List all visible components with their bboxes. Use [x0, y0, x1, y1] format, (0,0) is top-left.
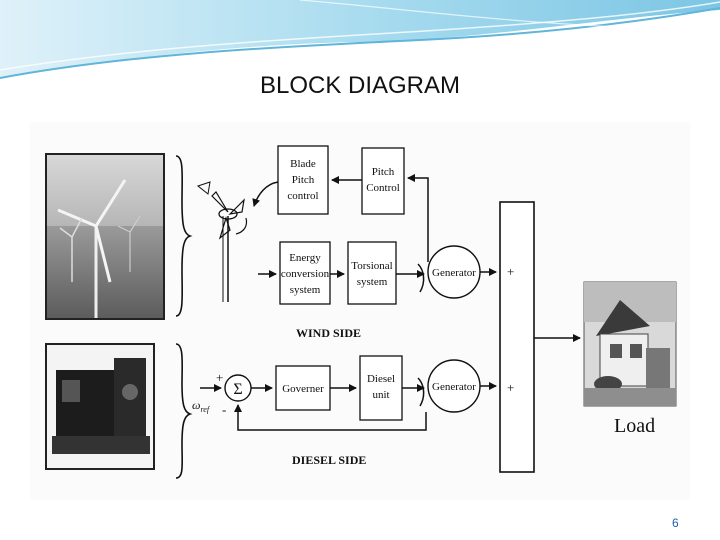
governor-block: Governer	[275, 365, 331, 411]
page-number: 6	[672, 516, 679, 530]
load-house-image	[583, 281, 677, 407]
sum-plus-sign: +	[216, 370, 223, 385]
diesel-generator-photo	[45, 343, 155, 470]
pitch-control-block: Pitch Control	[361, 147, 405, 215]
sum-minus-sign: -	[222, 402, 226, 417]
summing-junction: Σ	[224, 374, 252, 402]
blade-pitch-line-3: control	[287, 190, 318, 202]
blade-pitch-control-block: Blade Pitch control	[277, 145, 329, 215]
diesel-brace	[175, 343, 193, 479]
slide-title: BLOCK DIAGRAM	[259, 72, 461, 99]
blade-pitch-line-2: Pitch	[292, 174, 315, 186]
turbine-sketch-icon	[196, 181, 248, 302]
bus-plus-bottom: +	[507, 380, 514, 395]
energy-conversion-line-1: Energy	[289, 252, 321, 264]
connection-lines	[200, 174, 581, 431]
torsional-system-block: Torsional system	[347, 241, 397, 305]
diesel-unit-line-2: unit	[372, 389, 389, 401]
torsional-line-2: system	[357, 276, 388, 288]
block-diagram-figure: Blade Pitch control Pitch Control Energy…	[30, 122, 690, 500]
diesel-generator-block: Generator	[427, 359, 481, 413]
omega-ref-label: ωref	[192, 398, 211, 414]
load-label: Load	[614, 415, 655, 437]
wind-side-label: WIND SIDE	[296, 326, 361, 340]
energy-conversion-line-2: conversion	[281, 268, 330, 280]
diesel-unit-block: Diesel unit	[359, 355, 403, 421]
diesel-side-label: DIESEL SIDE	[292, 453, 366, 467]
governor-label: Governer	[282, 383, 324, 395]
diesel-unit-line-1: Diesel	[367, 373, 395, 385]
bus-bar	[499, 201, 535, 473]
pitch-control-line-2: Control	[366, 182, 400, 194]
header-wave-banner	[0, 0, 720, 79]
blade-pitch-line-1: Blade	[290, 158, 316, 170]
energy-conversion-line-3: system	[290, 284, 321, 296]
bus-plus-top: +	[507, 264, 514, 279]
wind-turbine-photo	[45, 153, 165, 320]
energy-conversion-block: Energy conversion system	[279, 241, 331, 305]
pitch-control-line-1: Pitch	[372, 166, 395, 178]
wind-generator-block: Generator	[427, 245, 481, 299]
diesel-generator-label: Generator	[432, 381, 476, 393]
sum-symbol: Σ	[233, 381, 242, 398]
block-diagram-svg: Blade Pitch control Pitch Control Energy…	[45, 145, 677, 479]
wind-brace	[175, 155, 193, 317]
wind-generator-label: Generator	[432, 267, 476, 279]
torsional-line-1: Torsional	[351, 260, 392, 272]
